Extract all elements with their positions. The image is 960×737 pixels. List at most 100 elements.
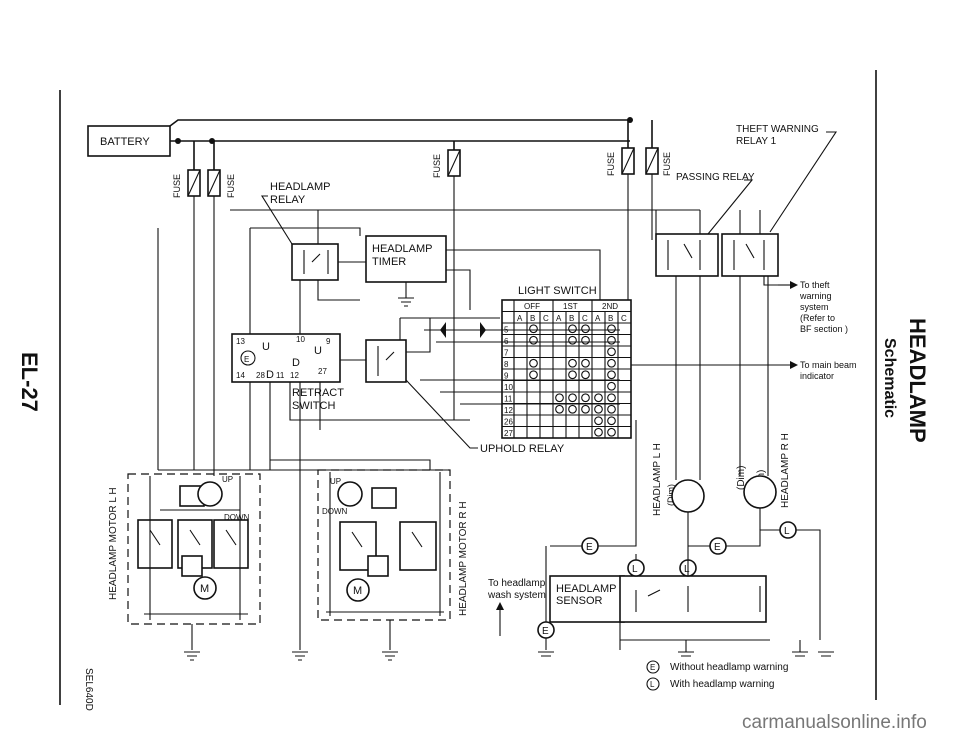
switch-subcolumn-label: B xyxy=(569,314,574,323)
retract-terminal-label: U xyxy=(314,345,322,357)
passing-relay-box xyxy=(655,233,719,277)
theft-relay-leader xyxy=(769,131,838,233)
battery-label: BATTERY xyxy=(100,136,150,148)
retract-terminal-label: 14 xyxy=(236,371,245,380)
svg-text:FUSE: FUSE xyxy=(432,154,442,178)
timer-ground xyxy=(398,282,414,307)
svg-text:(Refer to: (Refer to xyxy=(800,313,835,323)
wash-arrowhead xyxy=(496,602,504,610)
svg-text:L: L xyxy=(632,564,638,575)
svg-text:L: L xyxy=(684,564,690,575)
legend-l-symbol xyxy=(646,677,660,691)
uphold-relay-label: UPHOLD RELAY xyxy=(480,443,565,455)
retract-terminal-label: U xyxy=(262,341,270,353)
light-switch-wires xyxy=(420,329,620,405)
switch-subcolumn-label: B xyxy=(530,314,535,323)
figure-code: SEL640D xyxy=(83,668,94,711)
rh-motor-label: HEADLAMP MOTOR R H xyxy=(458,501,469,616)
retract-terminal-label: 13 xyxy=(236,337,245,346)
switch-subcolumn-label: A xyxy=(517,314,523,323)
switch-subcolumn-label: B xyxy=(608,314,613,323)
svg-text:E: E xyxy=(714,542,721,553)
fuse-1: FUSE xyxy=(172,169,201,198)
lh-motor-enclosure xyxy=(127,473,261,625)
motor-wires xyxy=(158,459,450,650)
switch-wires xyxy=(269,317,500,470)
switch-subcolumn-label: C xyxy=(582,314,588,323)
relay-feeds xyxy=(655,210,761,234)
retract-terminal-label: E xyxy=(244,355,249,364)
fuse-5: FUSE xyxy=(645,147,672,176)
legend-e-text: Without headlamp warning xyxy=(670,662,788,673)
lamp-lh-dim: (Dim) xyxy=(666,484,676,506)
svg-text:BF section ): BF section ) xyxy=(800,324,848,334)
retract-terminal-label: 12 xyxy=(290,371,299,380)
retract-terminal-label: 10 xyxy=(296,335,305,344)
lamp-rh-label: HEADLAMP R H xyxy=(780,433,791,508)
svg-text:E: E xyxy=(542,626,549,637)
theft-note: To theft warning system (Refer to BF sec… xyxy=(799,280,848,334)
diode xyxy=(440,322,446,338)
fuse-4: FUSE xyxy=(606,147,635,176)
svg-text:FUSE: FUSE xyxy=(606,152,616,176)
theft-relay-box xyxy=(721,233,779,277)
diode xyxy=(480,322,486,338)
headlamp-relay-contacts xyxy=(303,250,329,274)
svg-text:FUSE: FUSE xyxy=(172,174,182,198)
switch-subcolumn-label: C xyxy=(621,314,627,323)
retract-terminal-label: 11 xyxy=(276,371,285,380)
switch-subcolumn-label: A xyxy=(556,314,562,323)
svg-text:warning: warning xyxy=(799,291,832,301)
svg-text:To theft: To theft xyxy=(800,280,830,290)
lh-motor-internals: M UP DOWN xyxy=(137,475,250,620)
retract-terminal-label: D xyxy=(292,357,300,369)
retract-terminal-label: 9 xyxy=(326,337,331,346)
fuse-3: FUSE xyxy=(432,149,461,178)
lamp-lh-bulb xyxy=(671,479,705,513)
passing-relay-label: PASSING RELAY xyxy=(676,172,755,183)
svg-text:indicator: indicator xyxy=(800,371,834,381)
light-switch-label: LIGHT SWITCH xyxy=(518,285,597,297)
sensor-relay-contacts xyxy=(635,586,761,612)
theft-wire xyxy=(763,276,778,286)
switch-terminal-label: 27 xyxy=(504,429,513,438)
svg-text:DOWN: DOWN xyxy=(224,513,250,522)
sensor-wires xyxy=(545,420,821,650)
retract-terminal-label: 28 xyxy=(256,371,265,380)
svg-text:FUSE: FUSE xyxy=(662,152,672,176)
lamp-rh-dim: (Dim) xyxy=(736,466,747,490)
headlamp-timer-label-1: HEADLAMP xyxy=(372,243,433,255)
svg-text:system: system xyxy=(800,302,829,312)
headlamp-timer-label-2: TIMER xyxy=(372,256,406,268)
retract-terminal-label: 27 xyxy=(318,367,327,376)
switch-position-label: OFF xyxy=(524,302,540,311)
headlamp-sensor-label-2: SENSOR xyxy=(556,595,603,607)
relay-contacts xyxy=(667,240,765,270)
fuse-feeds xyxy=(193,120,653,170)
passing-relay-leader xyxy=(707,179,754,235)
theft-arrowhead xyxy=(790,281,798,289)
svg-text:DOWN: DOWN xyxy=(322,507,348,516)
retract-switch-label-2: SWITCH xyxy=(292,400,335,412)
timer-wires xyxy=(338,249,601,310)
wash-label-1: To headlamp xyxy=(488,578,546,589)
headlamp-relay-box xyxy=(291,243,339,281)
retract-switch-label-1: RETRACT xyxy=(292,387,344,399)
headlamp-relay-label-1: HEADLAMP xyxy=(270,181,331,193)
battery-feed xyxy=(169,119,630,142)
uphold-relay-leader xyxy=(405,379,478,449)
page-number: EL-27 xyxy=(17,352,42,412)
wash-label-2: wash system xyxy=(487,590,546,601)
svg-text:UP: UP xyxy=(330,477,341,486)
svg-text:E: E xyxy=(586,542,593,553)
headlamp-sensor-box xyxy=(549,575,625,623)
section-subtitle: Schematic xyxy=(881,338,898,418)
svg-text:UP: UP xyxy=(222,475,233,484)
switch-terminal-label: 26 xyxy=(504,418,513,427)
fuse-2: FUSE xyxy=(207,169,236,198)
beam-note: To main beam indicator xyxy=(800,360,857,381)
legend: E Without headlamp warning L With headla… xyxy=(646,660,788,691)
switch-terminal-label: 10 xyxy=(504,383,513,392)
